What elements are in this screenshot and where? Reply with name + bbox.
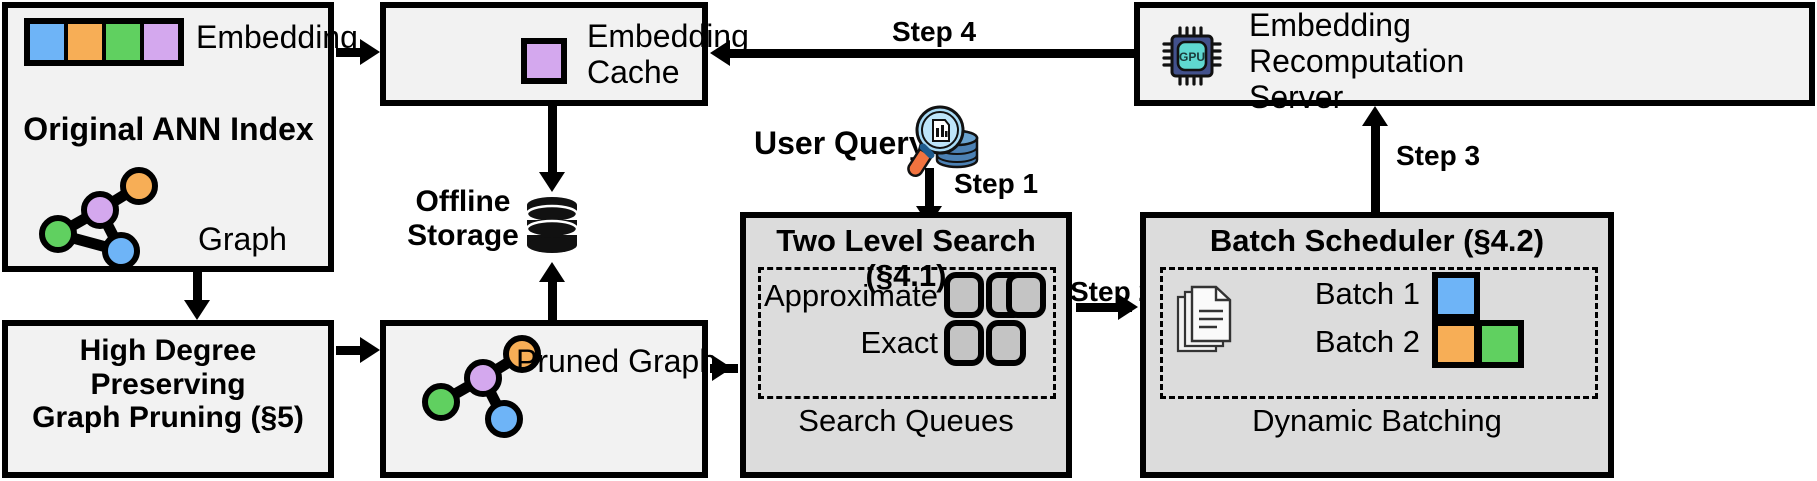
graph-label: Graph [198,221,287,257]
approximate-queue-slot-3[interactable] [1006,272,1046,318]
batch-1-label: Batch 1 [1314,276,1420,311]
dynamic-batching-dashed-region [1160,267,1598,399]
svg-text:GPU: GPU [1179,50,1205,64]
embedding-cache-box [380,2,708,106]
offline-storage-label: Offline Storage [407,185,519,252]
embedding-cache-purple-square-icon [521,38,567,84]
approximate-queue-slot-1[interactable] [944,272,984,318]
batch-2-label: Batch 2 [1314,324,1420,359]
arrow-index-to-cache-head [360,39,380,65]
embedding-recomputation-server-box [1134,2,1815,106]
arrow-prunedgraph-to-storage-head [539,262,565,282]
graph-node-green [39,215,77,253]
documents-stack-icon [1176,285,1238,357]
arrow-step3-head [1362,106,1388,126]
search-queues-dashed-region [758,267,1056,399]
graph-node-blue [102,232,140,270]
step-1-label: Step 1 [954,168,1039,199]
graph-node-orange [120,167,158,205]
high-degree-pruning-box [2,320,334,478]
arrow-cache-to-storage-line [548,106,557,176]
arrow-step4-line [728,49,1138,58]
embedding-recomputation-server-label: Embedding Recomputation Server [1249,7,1465,115]
batch-2-chip-orange [1432,320,1480,368]
embedding-label: Embedding [196,19,358,55]
exact-queue-slot-1[interactable] [944,320,984,366]
arrow-index-to-cache-line [336,48,364,57]
step-3-label: Step 3 [1396,140,1481,171]
gpu-chip-icon: GPU [1162,26,1222,86]
pruned-graph-node-green [422,383,460,421]
arrow-index-to-pruning-head [184,300,210,320]
search-document-database-icon [900,104,984,177]
search-queues-footer: Search Queues [798,403,1014,438]
exact-queue-slot-2[interactable] [986,320,1026,366]
arrow-step1-line [925,168,934,214]
arrow-step3-line [1371,124,1380,212]
embedding-chip-blue [30,24,64,60]
original-index-graph [38,167,173,270]
embedding-chip-purple [144,24,178,60]
embedding-cache-label: Embedding Cache [587,18,749,90]
pruned-graph-label: Pruned Graph [516,343,718,379]
arrow-step2-head [1118,294,1138,320]
pruned-graph-widget [421,335,556,438]
arrow-cache-to-storage-head [539,172,565,192]
pruned-graph-node-orange [503,335,541,373]
pruned-graph-node-blue [485,400,523,438]
arrow-step4-head [710,40,730,66]
high-degree-pruning-label: High Degree Preserving Graph Pruning (§5… [32,334,304,435]
original-ann-index-title: Original ANN Index [23,111,314,147]
approximate-row-label: Approximate [763,278,938,313]
exact-row-label: Exact [860,325,938,360]
embedding-chip-orange [68,24,102,60]
graph-node-purple [81,191,119,229]
arrow-prunedgraph-to-storage-line [548,278,557,322]
dynamic-batching-footer: Dynamic Batching [1252,403,1502,438]
arrow-prunedgraph-to-search-head [712,355,732,381]
batch-scheduler-title: Batch Scheduler (§4.2) [1209,223,1545,258]
two-level-search-title: Two Level Search (§4.1) [776,223,1036,293]
embedding-chip-row [24,18,184,66]
arrow-index-to-pruning-line [193,272,202,302]
batch-2-chip-green [1476,320,1524,368]
step-4-label: Step 4 [892,16,977,47]
user-query-label: User Query [754,125,927,161]
arrow-step2-line [1076,303,1132,312]
arrow-pruning-to-prunedgraph-head [360,337,380,363]
pruned-graph-node-purple [464,359,502,397]
batch-1-chip-blue [1432,272,1480,320]
arrow-pruning-to-prunedgraph-line [336,346,364,355]
database-cylinder-icon [524,196,580,256]
embedding-chip-green [106,24,140,60]
